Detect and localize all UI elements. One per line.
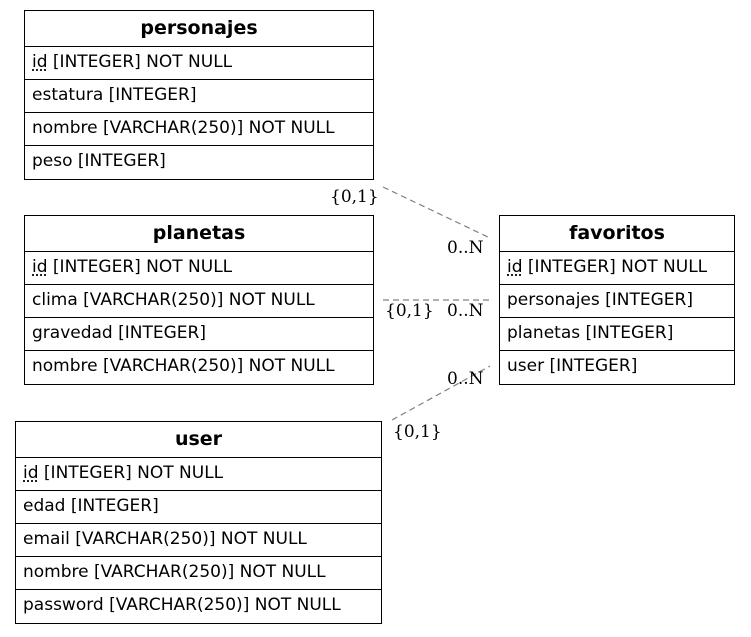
attr-id: id [INTEGER] NOT NULL [500,252,734,285]
attr-estatura: estatura [INTEGER] [25,80,373,113]
attr-password: password [VARCHAR(250)] NOT NULL [23,595,341,615]
attr-clima: clima [VARCHAR(250)] NOT NULL [25,285,373,318]
attr-id: id [INTEGER] NOT NULL [25,252,373,285]
attr-personajes: personajes [INTEGER] [500,285,734,318]
card-personajes-from: {0,1} [330,187,379,207]
card-user-from: {0,1} [393,422,442,442]
card-planetas-to: 0..N [447,301,484,321]
attr-id: id [INTEGER] NOT NULL [16,458,381,491]
card-planetas-from: {0,1} [385,301,434,321]
entity-title: favoritos [500,216,734,252]
attr-user: user [INTEGER] [507,356,638,376]
entity-planetas[interactable]: planetas id [INTEGER] NOT NULL clima [VA… [24,215,374,385]
attr-id: id [INTEGER] NOT NULL [25,47,373,80]
attr-peso: peso [INTEGER] [32,151,166,171]
pk-field: id [32,52,48,72]
entity-user[interactable]: user id [INTEGER] NOT NULL edad [INTEGER… [15,421,382,624]
attr-edad: edad [INTEGER] [16,491,381,524]
card-user-to: 0..N [447,369,484,389]
attr-nombre: nombre [VARCHAR(250)] NOT NULL [16,557,381,590]
entity-title: user [16,422,381,458]
attr-type: [INTEGER] NOT NULL [47,257,233,277]
entity-personajes[interactable]: personajes id [INTEGER] NOT NULL estatur… [24,10,374,180]
attr-type: [INTEGER] NOT NULL [522,257,708,277]
entity-favoritos[interactable]: favoritos id [INTEGER] NOT NULL personaj… [499,215,735,385]
entity-title: personajes [25,11,373,47]
attr-nombre: nombre [VARCHAR(250)] NOT NULL [25,113,373,146]
attr-gravedad: gravedad [INTEGER] [25,318,373,351]
rel-line-personajes-favoritos [382,186,491,239]
pk-field: id [32,257,48,277]
attr-nombre: nombre [VARCHAR(250)] NOT NULL [32,356,335,376]
attr-planetas: planetas [INTEGER] [500,318,734,351]
pk-field: id [507,257,523,277]
attr-email: email [VARCHAR(250)] NOT NULL [16,524,381,557]
pk-field: id [23,463,39,483]
entity-title: planetas [25,216,373,252]
card-personajes-to: 0..N [447,238,484,258]
attr-type: [INTEGER] NOT NULL [38,463,224,483]
rel-line-user-favoritos [391,365,491,421]
attr-type: [INTEGER] NOT NULL [47,52,233,72]
